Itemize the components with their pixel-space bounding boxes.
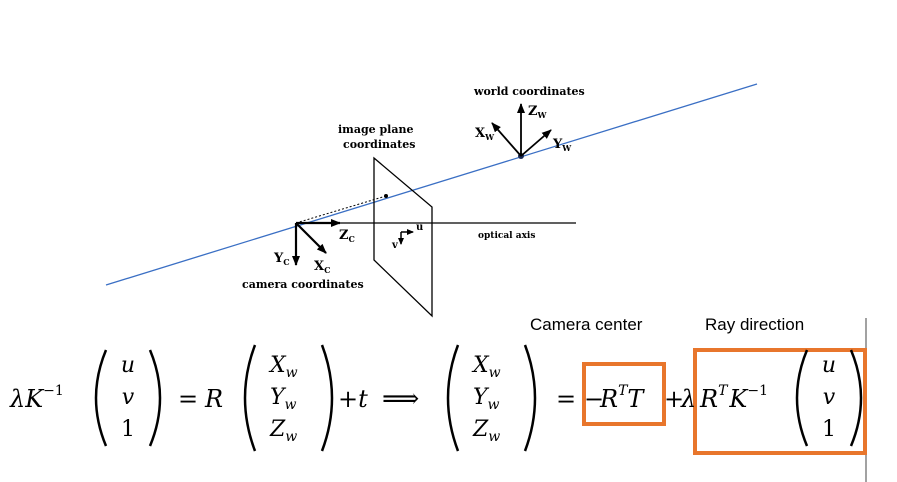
optical-axis-label: optical axis	[478, 231, 535, 241]
xw-label: XW	[475, 126, 495, 142]
vec4-u: u	[822, 353, 836, 378]
xc-label: XC	[314, 259, 330, 275]
paren-right-1	[148, 349, 162, 447]
eq-plus-t: +t	[338, 385, 368, 413]
ray-dotted-segment	[295, 195, 387, 224]
vec1-one: 1	[121, 417, 135, 442]
eq-equals-1: =	[178, 385, 198, 413]
eq-plus: +	[664, 385, 684, 413]
eq-minus: −	[584, 385, 604, 413]
eq-R-transpose-K-inv: RTK−1	[699, 383, 768, 413]
xc-axis-arrow	[295, 222, 327, 254]
ray-direction-annotation: Ray direction	[705, 315, 804, 334]
vec4-one: 1	[822, 417, 836, 442]
yw-label: YW	[552, 137, 572, 153]
ray-direction-highlight	[693, 348, 867, 455]
vec4-v: v	[823, 385, 836, 410]
yc-label: YC	[273, 251, 290, 267]
ray-line	[105, 83, 758, 286]
zw-label: ZW	[528, 104, 548, 120]
paren-left-1	[94, 349, 108, 447]
camera-center-annotation: Camera center	[530, 315, 643, 334]
vec3-y: Yw	[473, 385, 500, 413]
paren-right-2	[320, 344, 334, 452]
vec2-y: Yw	[270, 385, 297, 413]
eq-equals-2: =	[556, 385, 576, 413]
camera-coordinates-label: camera coordinates	[242, 278, 364, 291]
equation: λK−1 u v 1 = R Xw Yw Zw +t ⟹ Xw Yw Zw = …	[9, 344, 863, 452]
u-label: u	[416, 222, 423, 233]
eq-R-transpose-T: RTT	[599, 383, 645, 413]
zc-label: ZC	[339, 228, 355, 244]
image-plane-label-line1: image plane	[338, 123, 413, 136]
yw-axis-arrow	[520, 129, 552, 157]
vec3-z: Zw	[472, 417, 500, 445]
eq-lambda-2: λ	[680, 385, 696, 413]
v-label: v	[391, 240, 399, 251]
paren-left-2	[243, 344, 257, 452]
vec2-x: Xw	[268, 353, 298, 381]
vec3-x: Xw	[471, 353, 501, 381]
image-plane-label-line2: coordinates	[343, 138, 415, 151]
paren-left-3	[446, 344, 460, 452]
camera-center-highlight	[582, 362, 666, 426]
vec2-z: Zw	[269, 417, 297, 445]
eq-R: R	[204, 385, 223, 413]
geometry-diagram: world coordinates image plane coordinate…	[105, 83, 758, 318]
world-coordinates-label: world coordinates	[473, 85, 585, 98]
image-point	[384, 194, 388, 198]
eq-lambda-k-inv: λK−1	[9, 383, 64, 413]
image-plane	[373, 156, 433, 318]
vec1-v: v	[122, 385, 135, 410]
xw-axis-arrow	[491, 122, 522, 157]
paren-left-4	[795, 349, 809, 447]
paren-right-4	[849, 349, 863, 447]
eq-implies: ⟹	[382, 384, 419, 414]
vec1-u: u	[121, 353, 135, 378]
paren-right-3	[523, 344, 537, 452]
